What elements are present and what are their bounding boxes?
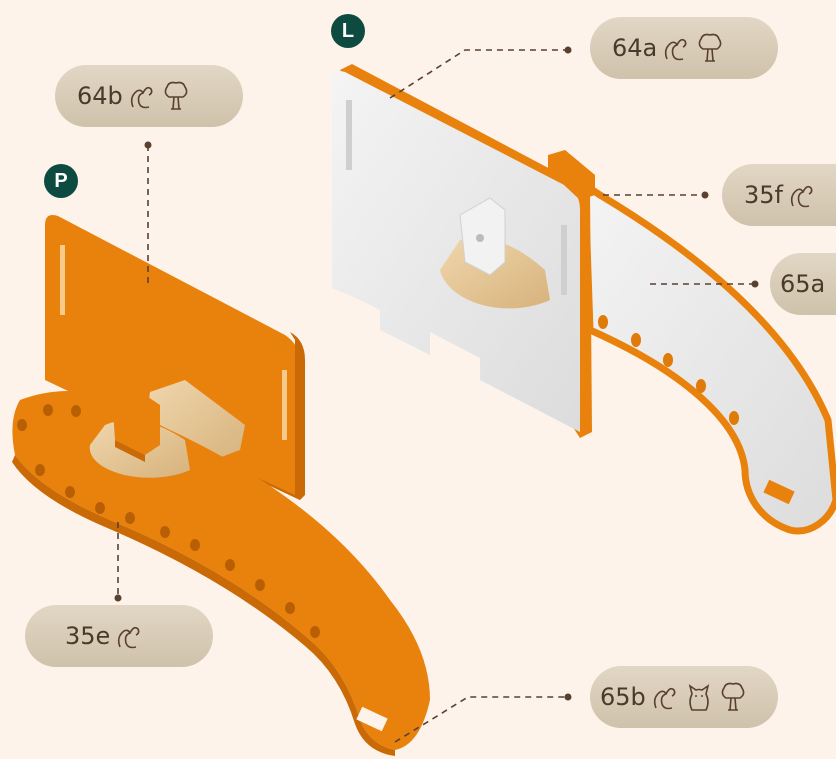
strap-65a xyxy=(585,185,836,531)
squirrel-icon xyxy=(127,79,157,113)
squirrel-icon xyxy=(661,31,691,65)
view-badge-l: L xyxy=(331,14,365,48)
label-64b: 64b xyxy=(55,65,243,127)
right-assembly xyxy=(332,64,836,531)
label-64a-code: 64a xyxy=(612,34,657,62)
squirrel-icon xyxy=(787,178,817,212)
tree-icon xyxy=(718,680,748,714)
label-65a-code: 65a xyxy=(780,270,825,298)
label-64a: 64a xyxy=(590,17,778,79)
cat-icon xyxy=(684,680,714,714)
tree-icon xyxy=(161,79,191,113)
label-35f: 35f xyxy=(722,164,836,226)
label-35e-code: 35e xyxy=(65,622,110,650)
label-65a: 65a xyxy=(770,253,836,315)
label-35f-code: 35f xyxy=(744,181,783,209)
tree-icon xyxy=(695,31,725,65)
view-badge-p: P xyxy=(44,164,78,198)
label-65b: 65b xyxy=(590,666,778,728)
squirrel-icon xyxy=(114,619,144,653)
label-65b-code: 65b xyxy=(600,683,646,711)
squirrel-icon xyxy=(650,680,680,714)
label-64b-code: 64b xyxy=(77,82,123,110)
label-35e: 35e xyxy=(25,605,213,667)
